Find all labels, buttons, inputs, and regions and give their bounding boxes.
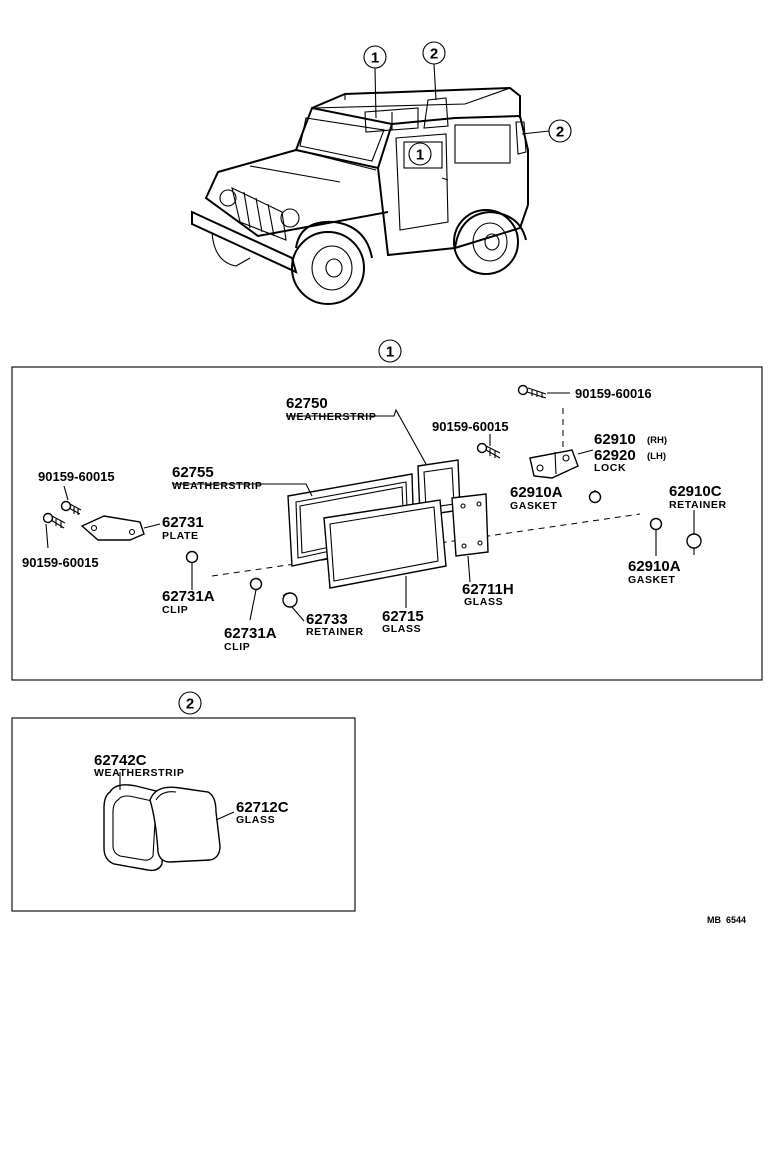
label-62742c-number: 62742C bbox=[94, 752, 147, 769]
glass-62715-shape bbox=[323, 499, 447, 589]
label-62715-number: 62715 bbox=[382, 608, 424, 625]
clip-62731a-2-shape bbox=[249, 577, 263, 591]
section-2-leaders bbox=[119, 772, 235, 821]
label-62910a-2-number: 62910A bbox=[628, 558, 681, 575]
label-62910a-2-name: GASKET bbox=[628, 574, 675, 586]
label-62920-name: LOCK bbox=[594, 462, 626, 474]
bolt-90159-60015-left1-shape bbox=[60, 500, 82, 515]
bolt-90159-60015-left2-shape bbox=[42, 512, 66, 529]
label-62920-suffix: (LH) bbox=[647, 451, 666, 462]
callout-1-door: 1 bbox=[416, 147, 424, 164]
section-2-callout-circle bbox=[178, 691, 202, 715]
label-62733-name: RETAINER bbox=[306, 626, 364, 638]
label-62910-number: 62910 bbox=[594, 431, 636, 448]
label-62731a-2-number: 62731A bbox=[224, 625, 277, 642]
section-1-labels: 62750 WEATHERSTRIP 62755 WEATHERSTRIP 90… bbox=[22, 386, 727, 653]
label-62910a-1-name: GASKET bbox=[510, 500, 557, 512]
vehicle-callouts: 1 2 2 1 bbox=[363, 41, 572, 166]
section-1-callout-circle bbox=[378, 339, 402, 363]
section-2-frame bbox=[11, 717, 356, 912]
callout-1-door-circle bbox=[408, 142, 432, 166]
retainer-62910c-shape bbox=[686, 533, 702, 549]
bolt-90159-60016-shape bbox=[517, 384, 547, 399]
section-2-labels: 62742C WEATHERSTRIP 62712C GLASS bbox=[94, 752, 289, 826]
bolt-90159-60015-top-shape bbox=[476, 442, 501, 459]
retainer-62733-shape bbox=[282, 592, 298, 608]
callout-2-roof: 2 bbox=[430, 46, 438, 63]
glass-62712c-shape bbox=[149, 786, 221, 863]
section-1-callout: 1 bbox=[386, 344, 394, 361]
section-1-frame bbox=[11, 366, 763, 681]
label-62733-number: 62733 bbox=[306, 611, 348, 628]
label-62731a-2-name: CLIP bbox=[224, 641, 250, 653]
label-62731-number: 62731 bbox=[162, 514, 204, 531]
label-62755-number: 62755 bbox=[172, 464, 214, 481]
label-90159-60015-left2: 90159-60015 bbox=[22, 555, 99, 570]
label-62715-name: GLASS bbox=[382, 623, 421, 635]
callout-2-rear: 2 bbox=[556, 124, 564, 141]
section-1-leaders bbox=[45, 392, 695, 622]
label-62910c-number: 62910C bbox=[669, 483, 722, 500]
lock-62910-shape bbox=[529, 449, 579, 479]
label-62750-name: WEATHERSTRIP bbox=[286, 411, 376, 423]
label-62712c-number: 62712C bbox=[236, 799, 289, 816]
label-62712c-name: GLASS bbox=[236, 814, 275, 826]
section-2-callout: 2 bbox=[186, 696, 194, 713]
label-62711h-name: GLASS bbox=[464, 596, 503, 608]
vehicle-illustration bbox=[191, 86, 529, 305]
label-90159-60016: 90159-60016 bbox=[575, 386, 652, 401]
label-62731a-1-number: 62731A bbox=[162, 588, 215, 605]
label-90159-60015-left1: 90159-60015 bbox=[38, 469, 115, 484]
callout-1-roof: 1 bbox=[371, 50, 379, 67]
label-62711h-number: 62711H bbox=[462, 581, 514, 598]
weatherstrip-62742c-shape bbox=[103, 784, 166, 872]
gasket-62910a-2-shape bbox=[649, 517, 663, 531]
label-62755-name: WEATHERSTRIP bbox=[172, 480, 262, 492]
label-62731-name: PLATE bbox=[162, 530, 199, 542]
label-62742c-name: WEATHERSTRIP bbox=[94, 767, 184, 779]
glass-62711h-shape bbox=[451, 493, 489, 557]
clip-62731a-1-shape bbox=[185, 550, 199, 564]
label-62910-suffix: (RH) bbox=[647, 435, 667, 446]
label-62910c-name: RETAINER bbox=[669, 499, 727, 511]
label-62910a-1-number: 62910A bbox=[510, 484, 563, 501]
plate-62731-shape bbox=[80, 515, 145, 541]
label-62750-number: 62750 bbox=[286, 395, 328, 412]
label-62731a-1-name: CLIP bbox=[162, 604, 188, 616]
reference-code: MB 6544 bbox=[707, 915, 746, 925]
label-90159-60015-top: 90159-60015 bbox=[432, 419, 509, 434]
label-62920-number: 62920 bbox=[594, 447, 636, 464]
gasket-62910a-1-shape bbox=[588, 490, 602, 504]
